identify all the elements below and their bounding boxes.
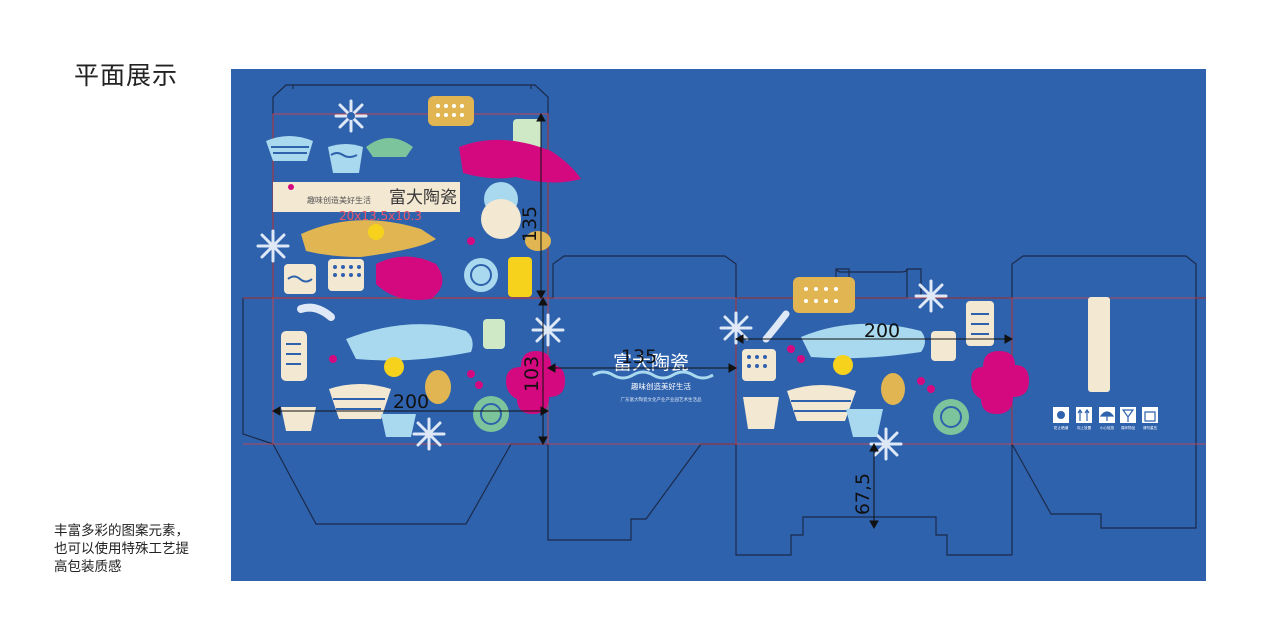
box-dieline: 富大陶瓷 趣味创造美好生活 20x13.5x10.3 xyxy=(231,69,1206,581)
dim-front-height: 103 xyxy=(521,356,543,392)
lid-brand-name: 富大陶瓷 xyxy=(389,188,457,208)
dimension-lines xyxy=(271,112,1014,530)
caption-line-2: 也可以使用特殊工艺提 xyxy=(54,541,189,557)
icon-label-2: 向上放置 xyxy=(1077,425,1092,430)
lid-slogan: 趣味创造美好生活 xyxy=(307,195,371,205)
dim-top-height: 135 xyxy=(519,206,541,242)
gold-fish xyxy=(301,220,436,257)
back-panel-art xyxy=(719,277,1029,461)
caption: 丰富多彩的图案元素， 也可以使用特殊工艺提 高包装质感 xyxy=(54,522,224,576)
umbrella-icon xyxy=(1099,411,1115,421)
dimension-labels: 135 103 200 135 200 67,5 xyxy=(393,206,900,515)
magenta-fish xyxy=(459,139,581,183)
caption-line-1: 丰富多彩的图案元素， xyxy=(54,523,189,539)
caption-line-3: 高包装质感 xyxy=(54,559,122,575)
dim-flap-depth: 67,5 xyxy=(852,473,874,515)
icon-label-1: 防止晒潮 xyxy=(1054,425,1069,430)
back-blue-fish xyxy=(801,323,925,359)
icon-label-4: 易碎物品 xyxy=(1121,425,1136,430)
arrows-up-icon xyxy=(1077,408,1090,421)
front-panel-art xyxy=(281,184,565,451)
size-label: 20x13.5x10.3 xyxy=(339,209,422,223)
side-panel-2: 防止晒潮 向上放置 小心轻放 易碎物品 请勿重压 xyxy=(1053,297,1158,430)
icon-label-5: 请勿重压 xyxy=(1143,425,1158,430)
top-lid-art: 富大陶瓷 趣味创造美好生活 20x13.5x10.3 xyxy=(256,96,581,300)
blue-fish xyxy=(346,324,473,361)
box-stack-icon xyxy=(1144,411,1156,422)
page-title: 平面展示 xyxy=(74,61,179,90)
wave-ornament xyxy=(592,370,714,380)
icon-label-3: 小心轻放 xyxy=(1100,425,1115,430)
sun-icon xyxy=(1057,411,1065,419)
glass-icon xyxy=(1121,409,1135,422)
dim-back-width: 200 xyxy=(864,320,900,342)
warning-icons xyxy=(1053,407,1158,423)
side-tagline: 广东富大陶瓷文化产业产业园艺术生活品 xyxy=(621,396,702,403)
dim-front-width: 200 xyxy=(393,391,429,413)
dim-side-width: 135 xyxy=(621,346,657,368)
side-slogan: 趣味创造美好生活 xyxy=(631,381,691,391)
